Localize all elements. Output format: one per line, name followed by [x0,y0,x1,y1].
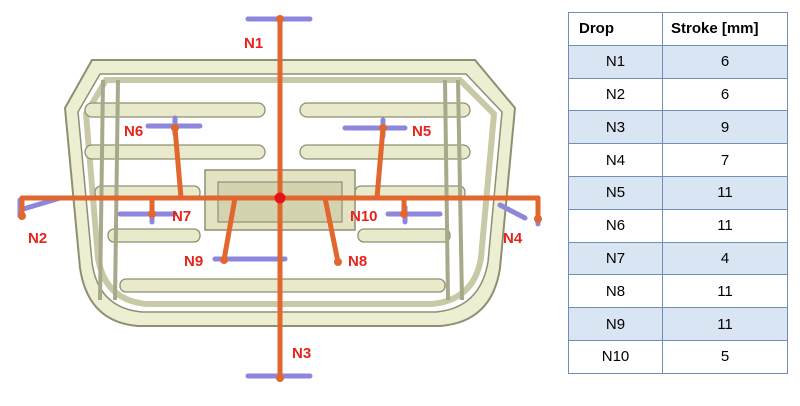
table-row: N2 6 [568,77,788,112]
label-n5: N5 [412,123,431,140]
table-row: N6 11 [568,208,788,243]
slat [299,144,471,160]
cell-drop: N9 [568,307,663,341]
table-row: N4 7 [568,143,788,177]
table-row: N10 5 [568,339,788,374]
gate-point [334,258,342,266]
gate-point [171,124,179,132]
cell-stroke: 11 [662,274,788,309]
cell-drop: N3 [568,110,663,145]
grille-part [63,59,517,327]
hot-runner-diagram: N1 N2 N3 N4 N5 N6 N7 N8 N9 N10 [17,15,542,382]
runner-branch-n8 [322,195,341,265]
cell-drop: N5 [568,175,663,210]
cell-stroke: 7 [662,143,788,177]
runner-branch-n9 [221,195,238,263]
gate-point [534,215,542,223]
label-n1: N1 [244,35,263,52]
header-drop: Drop [568,12,663,46]
cell-drop: N7 [568,241,663,276]
table-row: N8 11 [568,274,788,309]
table-row: N7 4 [568,241,788,276]
cell-stroke: 9 [662,110,788,145]
label-n7: N7 [172,208,191,225]
cell-stroke: 11 [662,208,788,243]
slat [357,228,451,243]
table-header-row: Drop Stroke [mm] [568,12,788,46]
cell-stroke: 4 [662,241,788,276]
table-row: N3 9 [568,110,788,145]
label-n3: N3 [292,345,311,362]
label-n8: N8 [348,253,367,270]
slat [84,102,266,118]
runner-branch-n6 [172,125,184,201]
slat [299,102,471,118]
cell-drop: N2 [568,77,663,112]
cell-drop: N1 [568,44,663,79]
gate-point [148,210,156,218]
gate-point [379,124,387,132]
gate-point [18,212,26,220]
label-n2: N2 [28,230,47,247]
table-row: N5 11 [568,175,788,210]
gate-point [276,374,284,382]
header-stroke: Stroke [mm] [662,12,788,46]
label-n10: N10 [350,208,378,225]
label-n6: N6 [124,123,143,140]
cell-stroke: 6 [662,77,788,112]
drop-stroke-table: Drop Stroke [mm] N1 6 N2 6 N3 9 N4 7 N5 … [568,12,788,374]
label-n9: N9 [184,253,203,270]
cell-drop: N4 [568,143,663,177]
cell-drop: N8 [568,274,663,309]
cell-stroke: 6 [662,44,788,79]
table-row: N9 11 [568,307,788,341]
cell-stroke: 11 [662,307,788,341]
support-mark [497,202,528,221]
gate-point [220,256,228,264]
gate-point [276,15,284,23]
runner-branch-n5 [374,125,386,201]
gate-point [400,210,408,218]
cell-drop: N10 [568,339,663,374]
label-n4: N4 [503,230,523,247]
cell-stroke: 11 [662,175,788,210]
sprue-center [274,192,286,204]
table-row: N1 6 [568,44,788,79]
slat [107,228,201,243]
cell-drop: N6 [568,208,663,243]
cell-stroke: 5 [662,339,788,374]
